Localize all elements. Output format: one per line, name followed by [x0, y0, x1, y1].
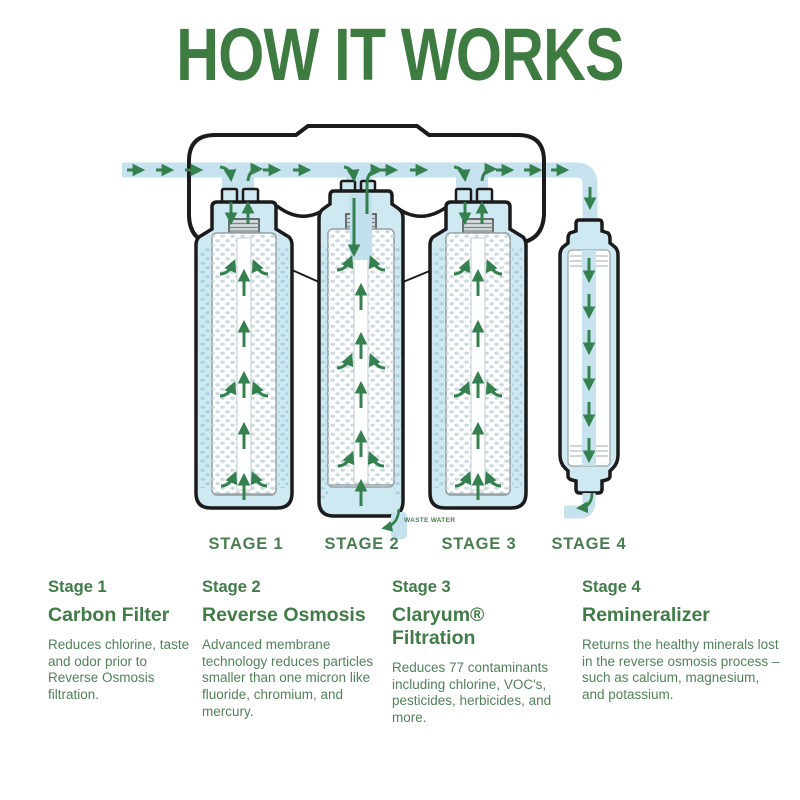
page-title: HOW IT WORKS — [176, 13, 624, 96]
stage-2-diagram-label: STAGE 2 — [325, 535, 400, 553]
stage-3-name: Claryum® Filtration — [392, 604, 485, 649]
stage-2-title: Stage 2 — [202, 578, 261, 596]
stage-4-canister — [558, 218, 620, 519]
stage-3-info: Stage 3 Claryum® Filtration Reduces 77 c… — [392, 578, 572, 727]
stage-1-diagram-label: STAGE 1 — [209, 535, 284, 553]
stage-1-title: Stage 1 — [48, 578, 107, 596]
stage-1-info: Stage 1 Carbon Filter Reduces chlorine, … — [48, 578, 196, 704]
stage-2-description: Advanced membrane technology reduces par… — [202, 637, 374, 719]
waste-water-label: WASTE WATER — [404, 517, 455, 524]
stage-4-info: Stage 4 Remineralizer Returns the health… — [582, 578, 782, 704]
filtration-diagram: WASTE WATER — [122, 124, 627, 553]
stage-4-diagram-label: STAGE 4 — [552, 535, 627, 553]
stage-4-description: Returns the healthy minerals lost in the… — [582, 637, 780, 703]
stage-4-title: Stage 4 — [582, 578, 641, 596]
flow-arrows — [127, 162, 597, 506]
stage-3-title: Stage 3 — [392, 578, 451, 596]
stage-1-description: Reduces chlorine, taste and odor prior t… — [48, 637, 190, 703]
stage-4-name: Remineralizer — [582, 604, 710, 626]
stage-2-info: Stage 2 Reverse Osmosis Advanced membran… — [202, 578, 386, 721]
stage-1-canister — [194, 187, 294, 510]
stage-descriptions: Stage 1 Carbon Filter Reduces chlorine, … — [0, 578, 800, 778]
waste-water-outlet: WASTE WATER — [381, 508, 455, 539]
stage-3-description: Reduces 77 contaminants including chlori… — [392, 660, 552, 726]
stage-2-name: Reverse Osmosis — [202, 604, 366, 626]
stage-3-canister — [428, 187, 528, 510]
stage-3-diagram-label: STAGE 3 — [442, 535, 517, 553]
stage-1-name: Carbon Filter — [48, 604, 170, 626]
